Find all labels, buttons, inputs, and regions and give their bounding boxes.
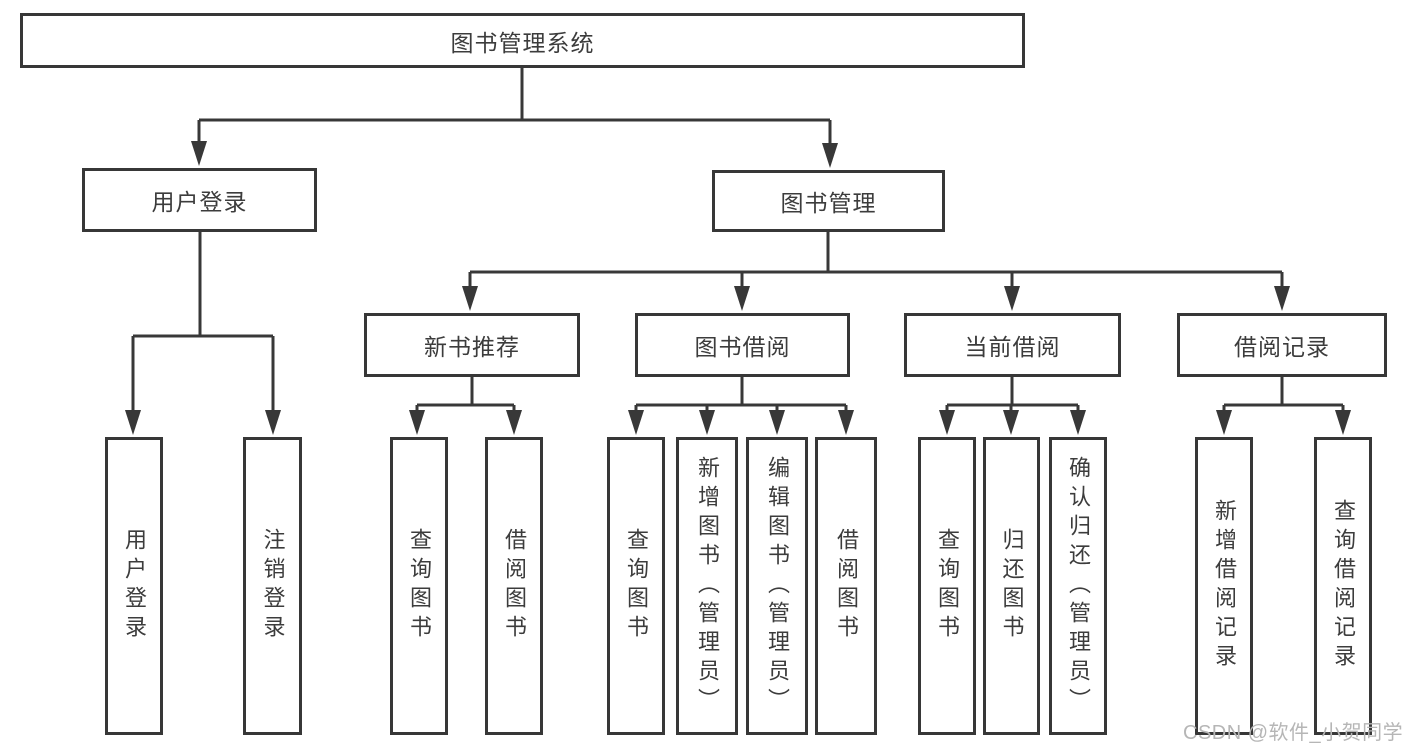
leaf-borrow-query-book: 查询图书 bbox=[607, 437, 665, 735]
node-user-login: 用户登录 bbox=[82, 168, 317, 232]
leaf-logout-label: 注销登录 bbox=[260, 528, 286, 644]
leaf-user-login: 用户登录 bbox=[105, 437, 163, 735]
leaf-recommend-query-book-label: 查询图书 bbox=[407, 528, 432, 644]
node-current-borrow-label: 当前借阅 bbox=[964, 334, 1061, 360]
csdn-watermark: CSDN @软件_小贺同学 bbox=[1183, 722, 1404, 744]
leaf-current-query-book: 查询图书 bbox=[918, 437, 976, 735]
leaf-borrow-book: 借阅图书 bbox=[815, 437, 877, 735]
node-new-book-recommend: 新书推荐 bbox=[364, 313, 580, 377]
leaf-return-book-label: 归还图书 bbox=[999, 528, 1025, 644]
leaf-current-query-book-label: 查询图书 bbox=[935, 528, 960, 644]
leaf-query-borrow-record: 查询借阅记录 bbox=[1314, 437, 1372, 735]
leaf-confirm-return-admin: 确认归还（管理员） bbox=[1049, 437, 1107, 735]
leaf-return-book: 归还图书 bbox=[983, 437, 1040, 735]
leaf-add-book-admin-label: 新增图书（管理员） bbox=[695, 455, 720, 717]
node-user-login-label: 用户登录 bbox=[151, 189, 248, 215]
leaf-borrow-query-book-label: 查询图书 bbox=[624, 528, 649, 644]
leaf-add-book-admin: 新增图书（管理员） bbox=[676, 437, 738, 735]
connector-arrowheads bbox=[125, 141, 1351, 435]
node-current-borrow: 当前借阅 bbox=[904, 313, 1121, 377]
node-borrow-records-label: 借阅记录 bbox=[1234, 334, 1330, 360]
leaf-recommend-borrow-book-label: 借阅图书 bbox=[502, 528, 527, 644]
leaf-logout: 注销登录 bbox=[243, 437, 302, 735]
leaf-recommend-query-book: 查询图书 bbox=[390, 437, 448, 735]
leaf-recommend-borrow-book: 借阅图书 bbox=[485, 437, 543, 735]
node-book-borrow: 图书借阅 bbox=[635, 313, 850, 377]
leaf-edit-book-admin: 编辑图书（管理员） bbox=[746, 437, 808, 735]
node-book-management: 图书管理 bbox=[712, 170, 945, 232]
node-root-label: 图书管理系统 bbox=[450, 29, 595, 56]
leaf-confirm-return-admin-label: 确认归还（管理员） bbox=[1066, 455, 1091, 717]
node-new-book-recommend-label: 新书推荐 bbox=[424, 334, 520, 360]
leaf-add-borrow-record: 新增借阅记录 bbox=[1195, 437, 1253, 735]
node-book-management-label: 图书管理 bbox=[780, 190, 877, 216]
leaf-user-login-label: 用户登录 bbox=[122, 528, 147, 644]
leaf-edit-book-admin-label: 编辑图书（管理员） bbox=[765, 455, 790, 717]
leaf-query-borrow-record-label: 查询借阅记录 bbox=[1331, 499, 1356, 673]
leaf-add-borrow-record-label: 新增借阅记录 bbox=[1212, 499, 1237, 673]
node-root: 图书管理系统 bbox=[20, 13, 1025, 68]
node-book-borrow-label: 图书借阅 bbox=[694, 334, 791, 360]
node-borrow-records: 借阅记录 bbox=[1177, 313, 1387, 377]
leaf-borrow-book-label: 借阅图书 bbox=[834, 528, 859, 644]
